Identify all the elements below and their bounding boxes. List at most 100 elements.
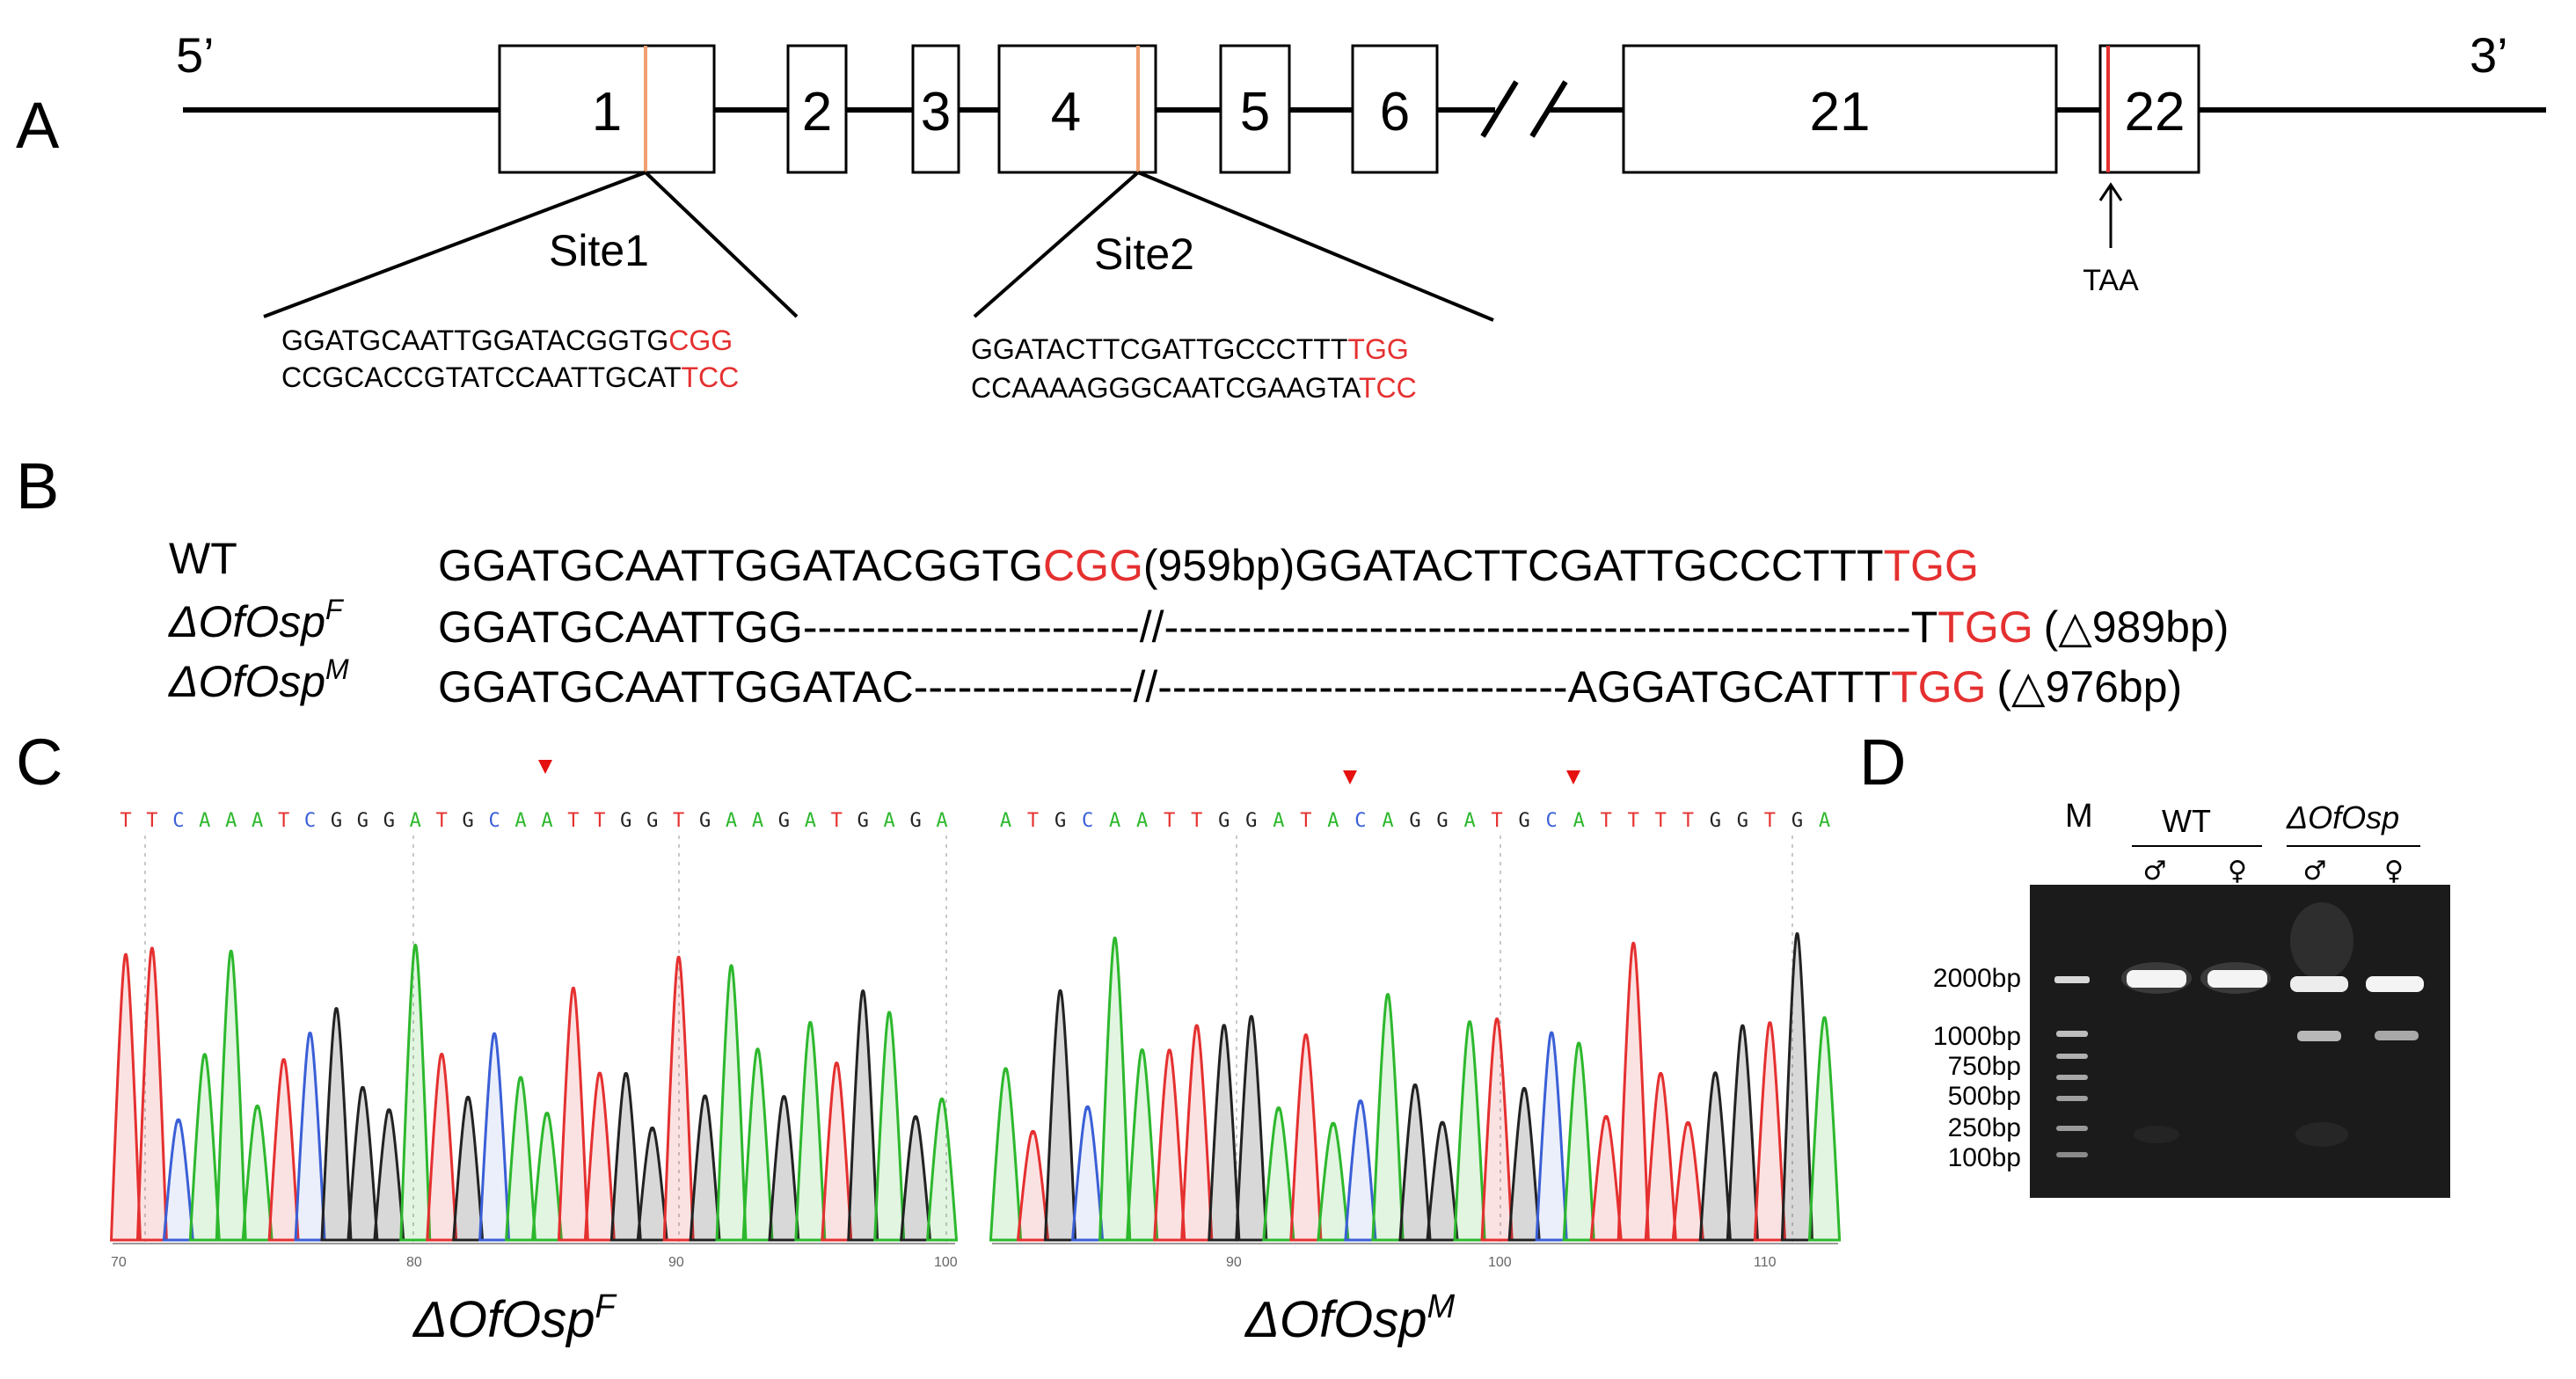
caption-right: ΔOfOspM — [1244, 1288, 1456, 1348]
base-call: T — [1682, 810, 1694, 832]
exon-label: 5 — [1240, 82, 1270, 142]
base-call: C — [1546, 810, 1558, 832]
caption-left: ΔOfOspF — [412, 1288, 617, 1348]
base-call: T — [567, 810, 579, 832]
base-call: G — [1054, 810, 1066, 832]
exon-label: 1 — [592, 82, 622, 142]
ladder-label: 100bp — [1948, 1143, 2021, 1172]
base-call: G — [331, 810, 342, 832]
ladder-label: 750bp — [1948, 1052, 2021, 1081]
base-call: A — [410, 810, 421, 832]
ladder-label: 500bp — [1948, 1082, 2021, 1111]
trace-peak — [768, 1095, 800, 1242]
base-call: G — [357, 810, 369, 832]
base-call: A — [726, 810, 737, 832]
base-call: A — [1327, 810, 1339, 832]
base-call: G — [778, 810, 790, 832]
base-call: T — [146, 810, 157, 832]
base-call: A — [936, 810, 947, 832]
trace-peak — [925, 1097, 959, 1242]
group-label-mutant: ΔOfOsp — [2286, 799, 2399, 835]
trace-peak — [267, 1058, 300, 1242]
base-call: G — [1792, 810, 1803, 832]
ladder-label: 250bp — [1948, 1113, 2021, 1142]
exon-4: 4 — [997, 44, 1157, 174]
trace-peak — [478, 1032, 511, 1242]
site2-label: Site2 — [1094, 230, 1194, 279]
base-call: T — [1655, 810, 1667, 832]
trace-peak — [847, 989, 879, 1242]
tick-label: 90 — [668, 1255, 684, 1270]
trace-peak — [1507, 1087, 1541, 1242]
ladder-label: 1000bp — [1933, 1022, 2021, 1051]
trace-peak — [399, 944, 432, 1242]
base-call: G — [383, 810, 395, 832]
trace-peak — [1398, 1084, 1432, 1242]
trace-peak — [557, 987, 589, 1242]
base-call: A — [1573, 810, 1585, 832]
trace-peak — [989, 1067, 1023, 1242]
exon-label: 3 — [921, 82, 951, 142]
site2-seq-bottom: CCAAAAGGGCAATCGAAGTATCC — [971, 372, 1417, 404]
base-call: T — [278, 810, 289, 832]
base-call: A — [1819, 810, 1830, 832]
trace-peak — [1043, 989, 1077, 1242]
base-call: A — [805, 810, 816, 832]
base-call: G — [1436, 810, 1448, 832]
trace-peak — [135, 946, 168, 1242]
trace-peak — [1535, 1031, 1568, 1242]
base-call: T — [831, 810, 843, 832]
trace-peak — [294, 1032, 326, 1242]
sex-label: ♀ — [2384, 856, 2404, 886]
base-call: T — [1764, 810, 1776, 832]
site1-label: Site1 — [549, 226, 649, 275]
tick-label: 90 — [1226, 1255, 1242, 1270]
base-call: A — [752, 810, 763, 832]
tick-label: 110 — [1754, 1255, 1777, 1270]
trace-peak — [188, 1053, 221, 1242]
base-call: G — [1409, 810, 1420, 832]
trace-peak — [1480, 1018, 1514, 1242]
trace-peak — [1317, 1121, 1350, 1242]
trace-peak — [1616, 941, 1650, 1242]
panel-letter-a: A — [16, 89, 60, 162]
panel-b: B WT GGATGCAATTGGATACGGTGCGG(959bp)GGATA… — [16, 449, 2229, 711]
panel-letter-d: D — [1859, 726, 1906, 799]
trace-peak — [1589, 1114, 1623, 1242]
trace-peak — [1426, 1120, 1459, 1242]
mutation-marker — [538, 760, 552, 774]
base-call: G — [909, 810, 921, 832]
row-wt-name: WT — [169, 534, 237, 583]
base-call: T — [436, 810, 448, 832]
exon-6: 6 — [1351, 44, 1439, 174]
base-call: C — [1082, 810, 1093, 832]
exon-label: 22 — [2125, 82, 2186, 142]
exon-3: 3 — [911, 44, 960, 174]
panel-d: D M WT ΔOfOsp ♂ ♀ ♂ ♀ — [1859, 726, 2450, 1198]
trace-peak — [1289, 1033, 1323, 1242]
trace-peak — [162, 1118, 194, 1242]
trace-peak — [1453, 1020, 1486, 1242]
base-call: T — [1164, 810, 1175, 832]
trace-peak — [504, 1076, 537, 1242]
trace-peak — [636, 1127, 668, 1242]
base-call: T — [1601, 810, 1612, 832]
sex-label: ♂ — [2143, 856, 2167, 886]
trace-peak — [1726, 1024, 1760, 1242]
exon-label: 21 — [1810, 82, 1871, 142]
row-f-name: ΔOfOspF — [168, 594, 345, 646]
base-call: G — [1737, 810, 1748, 832]
trace-peak — [109, 952, 142, 1242]
trace-peak — [1262, 1106, 1295, 1242]
trace-peak — [1180, 1024, 1214, 1242]
base-call: A — [252, 810, 263, 832]
base-call: G — [1710, 810, 1721, 832]
exon-label: 4 — [1051, 82, 1081, 142]
trace-peak — [873, 1011, 906, 1242]
row-m-seq: GGATGCAATTGGATAC---------------//-------… — [438, 662, 2182, 711]
group-label-wt: WT — [2162, 803, 2211, 839]
base-call: A — [514, 810, 526, 832]
